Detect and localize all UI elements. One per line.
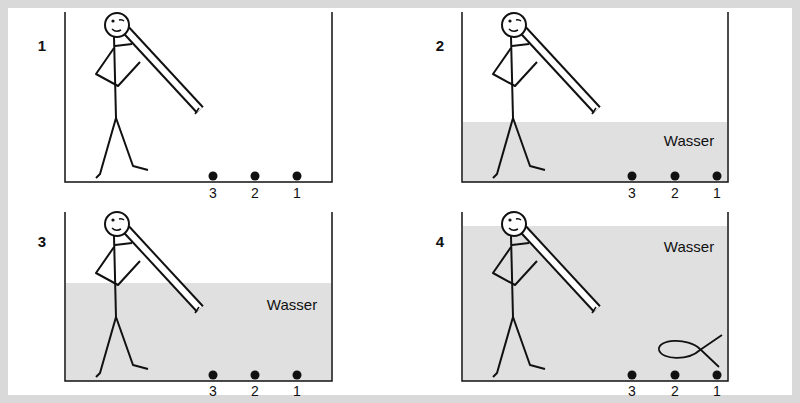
water-label: Wasser <box>664 133 714 149</box>
tank <box>65 12 728 381</box>
position-number: 3 <box>628 185 636 201</box>
position-number: 3 <box>628 383 636 399</box>
position-number: 1 <box>293 185 301 201</box>
stick-figure <box>493 212 597 377</box>
panel-number: 3 <box>38 234 46 250</box>
water-label: Wasser <box>267 297 317 313</box>
position-number: 3 <box>209 383 217 399</box>
position-number: 2 <box>251 185 259 201</box>
position-dot <box>209 172 722 380</box>
page-ground <box>8 8 792 395</box>
position-number: 2 <box>251 383 259 399</box>
stick-figure <box>493 13 597 178</box>
stick-figure <box>96 212 200 377</box>
panel-number: 2 <box>436 38 444 54</box>
position-number: 1 <box>713 185 721 201</box>
water <box>66 283 331 381</box>
position-number: 2 <box>671 185 679 201</box>
fish <box>659 335 722 367</box>
position-number: 2 <box>671 383 679 399</box>
panel-number: 1 <box>38 38 46 54</box>
water-label: Wasser <box>664 239 714 255</box>
position-number: 3 <box>209 185 217 201</box>
position-number: 1 <box>713 383 721 399</box>
panel-number: 4 <box>436 234 444 250</box>
stick-figure <box>96 13 200 178</box>
position-number: 1 <box>293 383 301 399</box>
